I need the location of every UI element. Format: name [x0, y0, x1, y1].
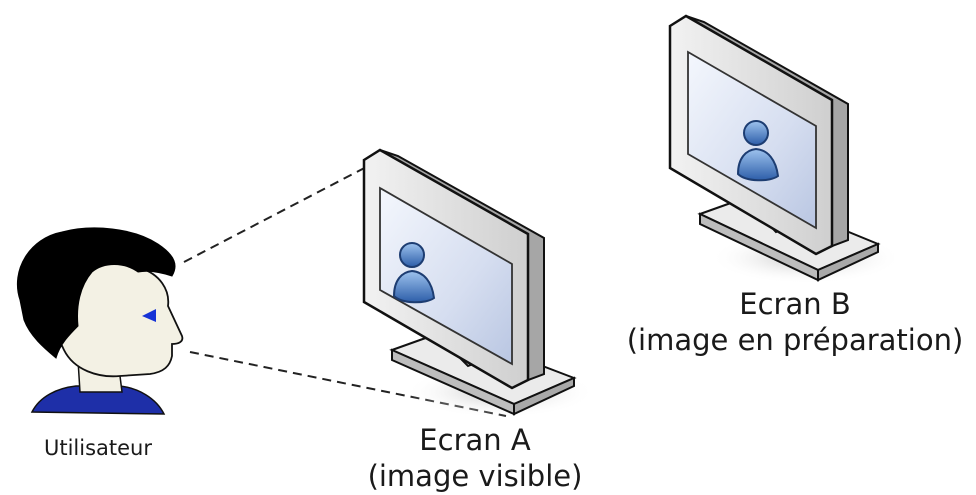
screen-b-label: Ecran B (image en préparation) [620, 286, 970, 358]
screen-a-label: Ecran A (image visible) [340, 422, 610, 494]
monitor-a-screen [379, 186, 513, 366]
screen-a-state: (image visible) [367, 459, 583, 493]
monitor-b-avatar-icon [736, 120, 780, 182]
monitor-a [362, 148, 595, 418]
user-eye [142, 309, 156, 322]
sight-line-top [183, 163, 373, 263]
monitor-a-avatar-icon [392, 242, 436, 304]
user-icon [16, 227, 184, 415]
user-hair [16, 227, 176, 359]
sight-lines [183, 163, 507, 417]
user-label: Utilisateur [43, 436, 152, 460]
monitor-b [668, 14, 902, 284]
screen-b-name: Ecran B [739, 287, 851, 321]
screen-b-state: (image en préparation) [626, 323, 964, 357]
screen-a-name: Ecran A [419, 423, 531, 457]
sight-line-bottom [189, 351, 507, 417]
